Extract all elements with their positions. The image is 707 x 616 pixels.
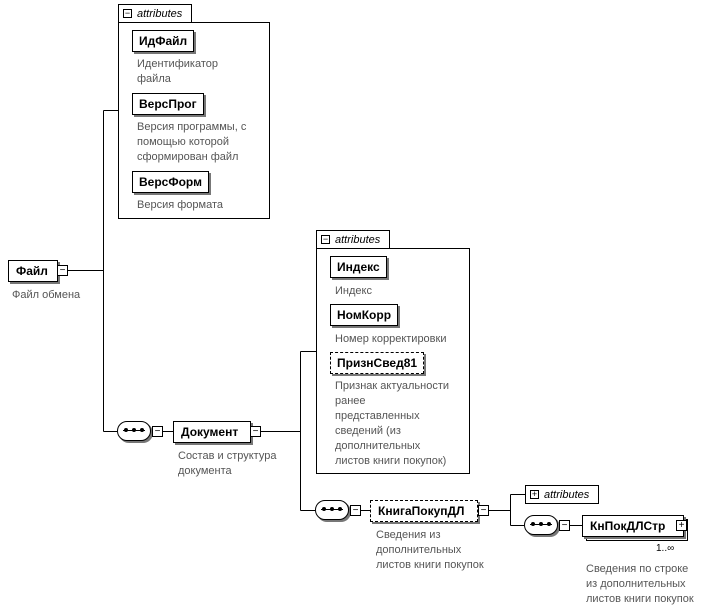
collapse-icon[interactable]: − — [321, 234, 330, 244]
element-desc: Сведения по строке из дополнительных лис… — [586, 563, 694, 605]
attribute-versprog[interactable]: ВерсПрог — [132, 93, 204, 115]
attribute-desc: Версия формата — [137, 199, 223, 211]
root-element-fail[interactable]: Файл — [8, 260, 58, 282]
element-desc: Состав и структура документа — [178, 450, 277, 477]
attribute-desc: Версия программы, с помощью которой сфор… — [137, 121, 247, 163]
sequence-compositor[interactable] — [117, 421, 151, 441]
attribute-name: НомКорр — [337, 308, 392, 322]
attribute-desc: Признак актуальности ранее представленны… — [335, 380, 450, 467]
collapse-icon[interactable]: − — [559, 520, 570, 531]
attributes-tab-book[interactable]: + attributes — [525, 485, 599, 504]
root-element-desc: Файл обмена — [12, 289, 81, 301]
attribute-name: ВерсПрог — [139, 97, 197, 111]
collapse-icon[interactable]: − — [250, 426, 261, 437]
attribute-name: ИдФайл — [139, 34, 188, 48]
attribute-desc: Номер корректировки — [335, 333, 447, 345]
attributes-tab-document[interactable]: − attributes — [316, 230, 390, 249]
cardinality-label: 1..∞ — [656, 543, 675, 554]
sequence-compositor[interactable] — [315, 500, 349, 520]
attributes-tab-label: attributes — [137, 8, 183, 20]
expand-icon[interactable]: + — [530, 489, 539, 499]
attribute-name: Индекс — [337, 260, 380, 274]
attribute-name: ВерсФорм — [139, 175, 202, 189]
attribute-indeks[interactable]: Индекс — [330, 256, 387, 278]
collapse-icon[interactable]: − — [57, 265, 68, 276]
collapse-icon[interactable]: − — [350, 505, 361, 516]
attribute-versform[interactable]: ВерсФорм — [132, 171, 209, 193]
attribute-priznsved81[interactable]: ПризнСвед81 — [330, 352, 425, 374]
element-dokument[interactable]: Документ — [173, 421, 251, 443]
collapse-icon[interactable]: − — [123, 8, 132, 18]
attributes-tab-label: attributes — [544, 489, 590, 501]
attribute-desc: Идентификатор файла — [137, 58, 218, 85]
attributes-tab-label: attributes — [335, 234, 381, 246]
element-label: КнигаПокупДЛ — [378, 504, 465, 518]
attribute-nomkorr[interactable]: НомКорр — [330, 304, 399, 326]
attribute-name: ПризнСвед81 — [337, 356, 418, 370]
attribute-desc: Индекс — [335, 285, 372, 297]
attribute-idfail[interactable]: ИдФайл — [132, 30, 195, 52]
collapse-icon[interactable]: − — [152, 426, 163, 437]
root-element-label: Файл — [16, 264, 48, 278]
sequence-compositor[interactable] — [524, 515, 558, 535]
element-knpokdlstr[interactable]: КнПокДЛСтр — [582, 515, 684, 537]
element-knigapokupdl[interactable]: КнигаПокупДЛ — [370, 500, 478, 522]
expand-icon[interactable]: + — [676, 520, 687, 531]
element-label: Документ — [181, 425, 239, 439]
attributes-tab-root[interactable]: − attributes — [118, 4, 192, 23]
collapse-icon[interactable]: − — [478, 505, 489, 516]
element-label: КнПокДЛСтр — [590, 519, 666, 533]
element-desc: Сведения из дополнительных листов книги … — [376, 529, 484, 571]
